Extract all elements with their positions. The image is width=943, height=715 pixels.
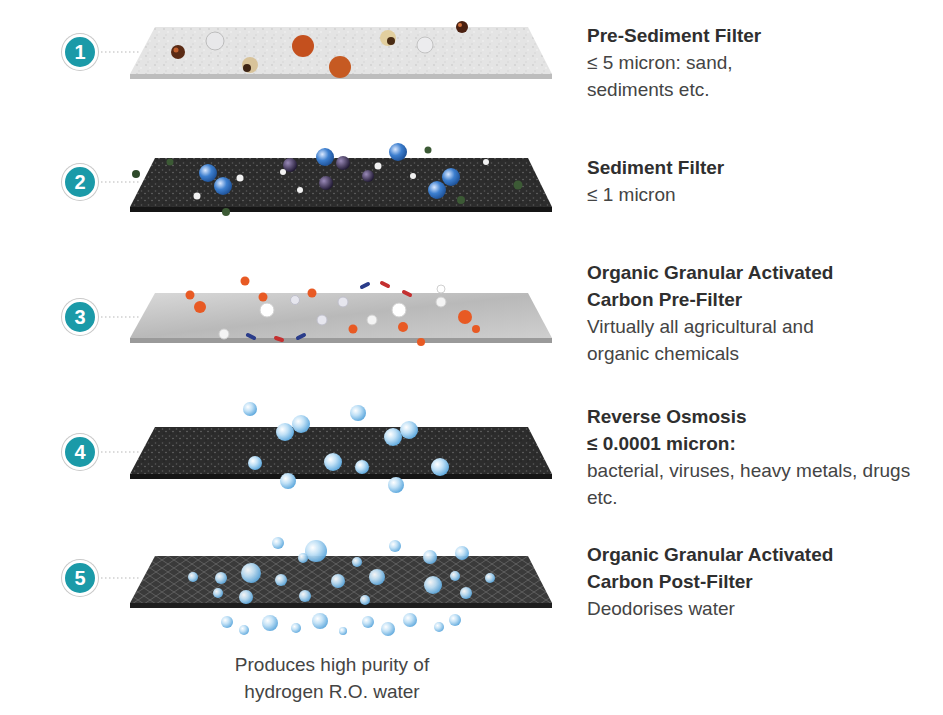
filter-description: ≤ 5 micron: sand, sediments etc. (587, 49, 772, 103)
callout-number: 3 (74, 307, 85, 327)
filter-description: bacterial, viruses, heavy metals, drugs … (587, 457, 912, 511)
leader-lines (101, 52, 140, 578)
callout-circle: 5 (62, 560, 98, 596)
callout-number: 5 (74, 568, 85, 588)
filter-heading: Organic Granular Activated Carbon Post-F… (587, 541, 887, 595)
filter-description: ≤ 1 micron (587, 181, 887, 208)
filter-description: Virtually all agricultural and organic c… (587, 313, 879, 367)
callout-circle: 3 (62, 299, 98, 335)
callout-number: 1 (74, 42, 85, 62)
callout-number: 4 (74, 442, 85, 462)
carbon-post-filter-plate (130, 537, 552, 636)
pre-sediment-plate (130, 21, 552, 79)
filter-description: Deodorises water (587, 595, 887, 622)
filter-heading: ≤ 0.0001 micron: (587, 430, 887, 457)
reverse-osmosis-plate (130, 402, 552, 493)
filter-heading: Sediment Filter (587, 154, 887, 181)
sediment-plate (130, 143, 552, 216)
callout-circle: 2 (62, 164, 98, 200)
callout-circle: 4 (62, 434, 98, 470)
caption: Produces high purity of hydrogen R.O. wa… (207, 651, 457, 705)
filter-heading: Organic Granular Activated Carbon Pre-Fi… (587, 259, 887, 313)
filter-heading: Reverse Osmosis (587, 403, 887, 430)
carbon-pre-filter-plate (130, 277, 552, 347)
callout-circle: 1 (62, 34, 98, 70)
callout-number: 2 (74, 172, 85, 192)
filter-heading: Pre-Sediment Filter (587, 22, 887, 49)
